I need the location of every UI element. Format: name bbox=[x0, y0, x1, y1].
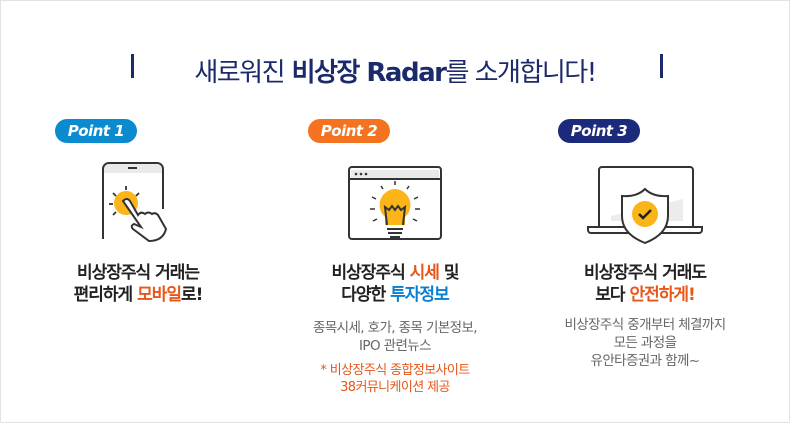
point-3-desc-line2: 모든 과정을 bbox=[613, 335, 677, 351]
point-3-description: 비상장주식 중개부터 체결까지 모든 과정을 유안타증권과 함께~ bbox=[520, 316, 770, 370]
point-2-head-text-2: 다양한 bbox=[341, 285, 391, 305]
title-bar-left bbox=[131, 54, 134, 78]
point-3-head-line1: 비상장주식 거래도 bbox=[583, 263, 707, 283]
point-3-desc-line1: 비상장주식 중개부터 체결까지 bbox=[564, 317, 726, 333]
point-3-head-highlight: 안전하게! bbox=[629, 285, 695, 305]
point-3-desc-line3: 유안타증권과 함께~ bbox=[590, 353, 701, 369]
point-2-description: 종목시세, 호가, 종목 기본정보, IPO 관련뉴스 bbox=[270, 319, 520, 355]
point-2-note-line2: 38커뮤니케이션 제공 bbox=[340, 380, 450, 395]
point-2-note: * 비상장주식 종합정보사이트 38커뮤니케이션 제공 bbox=[270, 362, 520, 396]
title-bar-right bbox=[660, 54, 663, 78]
point-2-head-suffix: 및 bbox=[438, 263, 460, 283]
point-3-head-text: 보다 bbox=[595, 285, 630, 305]
point-1-badge: Point 1 bbox=[55, 119, 137, 143]
title-suffix: 를 소개합니다! bbox=[445, 58, 597, 88]
point-3-headline: 비상장주식 거래도 보다 안전하게! bbox=[520, 262, 770, 306]
point-2-desc-line2: IPO 관련뉴스 bbox=[359, 338, 432, 354]
point-1-head-line1: 비상장주식 거래는 bbox=[76, 263, 200, 283]
point-2-head-highlight-2: 투자정보 bbox=[390, 285, 450, 305]
point-2-head-highlight-1: 시세 bbox=[409, 263, 440, 283]
point-2-headline: 비상장주식 시세 및 다양한 투자정보 bbox=[270, 262, 520, 306]
point-3-badge: Point 3 bbox=[558, 119, 640, 143]
point-1-head-highlight: 모바일 bbox=[137, 285, 182, 305]
point-2-head-text: 비상장주식 bbox=[331, 263, 410, 283]
title-highlight: 비상장 Radar bbox=[291, 58, 447, 88]
page-title: 새로워진 비상장 Radar를 소개합니다! bbox=[0, 52, 790, 89]
point-1-headline: 비상장주식 거래는 편리하게 모바일로! bbox=[13, 262, 263, 306]
point-2-note-line1: * 비상장주식 종합정보사이트 bbox=[320, 363, 470, 378]
point-1-head-text: 편리하게 bbox=[73, 285, 138, 305]
point-1-head-suffix: 로! bbox=[181, 285, 203, 305]
laptop-shield-icon bbox=[587, 166, 703, 245]
point-2-desc-line1: 종목시세, 호가, 종목 기본정보, bbox=[313, 320, 478, 336]
point-2-badge: Point 2 bbox=[308, 119, 390, 143]
browser-lightbulb-icon bbox=[348, 166, 442, 240]
phone-tap-icon bbox=[102, 162, 168, 243]
title-prefix: 새로워진 bbox=[194, 58, 285, 88]
